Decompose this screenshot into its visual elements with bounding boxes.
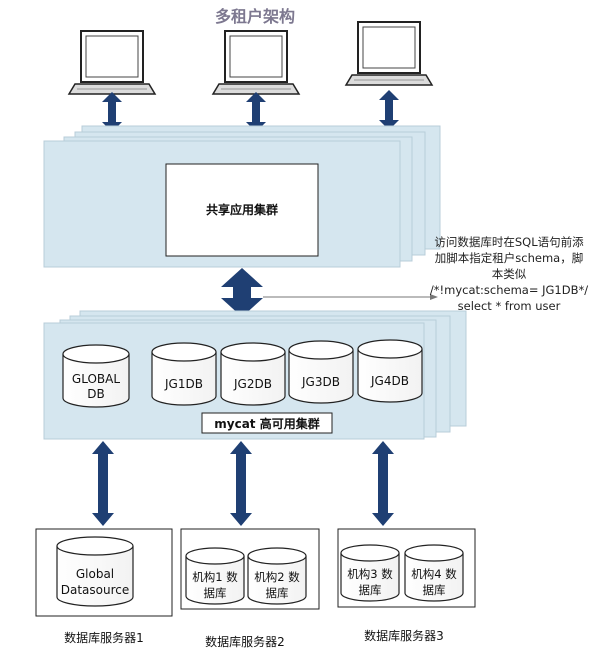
server3-db-org3: 机构3 数 据库 — [340, 544, 400, 602]
laptop-icon-1 — [67, 30, 157, 95]
mycat-db-jg1: JG1DB — [151, 342, 217, 406]
db-label: JG3DB — [301, 375, 340, 389]
db-label: DB — [87, 387, 104, 401]
mycat-db-global: GLOBAL DB — [62, 344, 130, 408]
laptop-icon-2 — [211, 30, 301, 95]
db-server-2-label: 数据库服务器2 — [205, 634, 285, 649]
diagram-title: 多租户架构 — [215, 7, 295, 26]
db-label: Datasource — [61, 583, 130, 597]
db-label: 据库 — [204, 586, 227, 600]
mycat-db-jg2: JG2DB — [220, 342, 286, 406]
big-double-arrow-icon — [221, 268, 263, 317]
double-arrow-icon-4 — [92, 441, 114, 526]
db-label: JG2DB — [233, 377, 272, 391]
mycat-db-jg3: JG3DB — [288, 340, 354, 404]
server2-db-org1: 机构1 数 据库 — [185, 547, 245, 605]
app-cluster-label: 共享应用集群 — [206, 202, 278, 217]
double-arrow-icon-1 — [102, 92, 122, 132]
double-arrow-icon-6 — [372, 441, 394, 526]
db-label: 机构2 数 — [254, 570, 300, 584]
connector-arrowhead-icon — [430, 294, 438, 300]
schema-annotation: 访问数据库时在SQL语句前添 加脚本指定租户schema，脚 本类似 /*!my… — [429, 235, 589, 313]
laptop-icon-3 — [344, 21, 434, 86]
double-arrow-icon-3 — [379, 90, 399, 130]
db-label: 据库 — [266, 586, 289, 600]
db-label: JG1DB — [164, 377, 203, 391]
server1-db-global: Global Datasource — [56, 536, 134, 607]
db-label: Global — [76, 567, 114, 581]
double-arrow-icon-5 — [230, 441, 252, 526]
db-label: 据库 — [423, 583, 446, 597]
db-label: GLOBAL — [72, 372, 120, 386]
db-label: 据库 — [359, 583, 382, 597]
db-label: 机构1 数 — [192, 570, 238, 584]
mycat-db-jg4: JG4DB — [357, 339, 423, 403]
db-label: JG4DB — [370, 374, 409, 388]
server3-db-org4: 机构4 数 据库 — [404, 544, 464, 602]
db-server-3-label: 数据库服务器3 — [364, 628, 444, 643]
db-label: 机构3 数 — [347, 567, 393, 581]
app-cluster-box — [165, 163, 319, 257]
mycat-label-box — [201, 412, 333, 434]
db-label: 机构4 数 — [411, 567, 457, 581]
mycat-cluster-label: mycat 高可用集群 — [214, 416, 319, 431]
double-arrow-icon-2 — [246, 92, 266, 132]
server2-db-org2: 机构2 数 据库 — [247, 547, 307, 605]
db-server-1-label: 数据库服务器1 — [64, 630, 144, 645]
